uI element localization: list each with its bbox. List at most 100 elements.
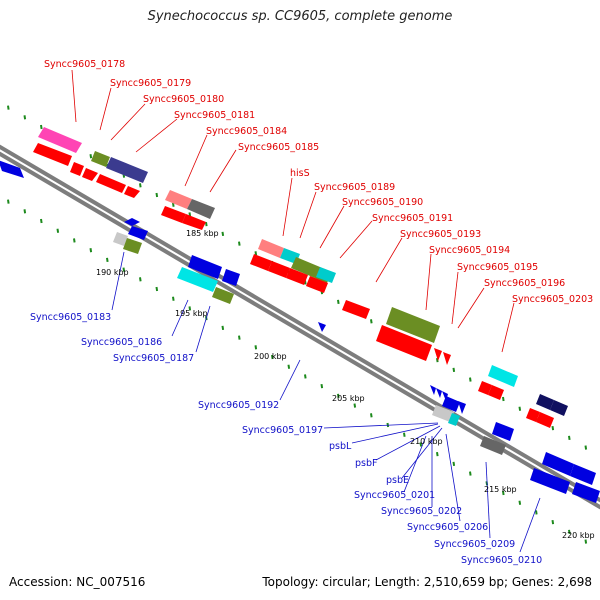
gene-arrow [286, 268, 308, 285]
tick-mark [304, 374, 307, 379]
gene-label: Syncc9605_0203 [512, 294, 593, 305]
tick-mark [73, 238, 76, 243]
gene-reverse-arrow [492, 422, 514, 441]
gene-arrow [526, 408, 540, 422]
gene-label: Syncc9605_0178 [44, 59, 125, 70]
tick-mark [452, 461, 456, 467]
gene-label: Syncc9605_0193 [400, 229, 481, 240]
forward-leaders [71, 69, 515, 353]
tick-mark [568, 435, 571, 441]
gene-label: Syncc9605_0179 [110, 78, 191, 89]
gene-syncc9605-0179 [91, 151, 110, 167]
scale-label: 220 kbp [562, 531, 595, 540]
gene-reverse-cyan [448, 413, 460, 426]
gene-syncc9605-0185 [187, 199, 215, 219]
gene-reverse-arrow [570, 464, 596, 485]
gene-reverse-far-left [0, 160, 24, 178]
gene-block [96, 174, 126, 193]
gene-arrow [478, 381, 492, 395]
gene-label: Syncc9605_0180 [143, 94, 224, 105]
gene-syncc9605-0186 [177, 267, 218, 292]
gene-block [376, 325, 432, 361]
tick-mark [535, 510, 538, 515]
tick-mark [7, 105, 10, 110]
scale-label: 205 kbp [332, 394, 365, 403]
gene-label: Syncc9605_0195 [457, 262, 538, 273]
gene-label: Syncc9605_0191 [372, 213, 453, 224]
gene-reverse-arrow [222, 269, 240, 286]
gene-syncc9605-0178 [38, 127, 82, 153]
gene-syncc9605-0206 [480, 436, 506, 455]
tick-mark [469, 377, 472, 382]
gene-dark-navy [536, 394, 554, 410]
tick-mark [403, 432, 406, 437]
gene-syncc9605-0184 [165, 190, 192, 209]
scale-label: 200 kbp [254, 352, 287, 361]
gene-label: Syncc9605_0187 [113, 353, 194, 364]
gene-arrow [182, 214, 206, 230]
tick-mark [452, 367, 456, 373]
scale-label: 195 kbp [175, 309, 208, 318]
gene-label: psbF [355, 458, 377, 469]
gene-label: Syncc9605_0202 [381, 506, 462, 517]
tick-mark [370, 413, 373, 418]
tick-mark [40, 218, 43, 224]
gene-label: hisS [290, 168, 310, 179]
figure-title: Synechococcus sp. CC9605, complete genom… [147, 9, 453, 24]
tick-mark [419, 442, 423, 447]
gene-syncc9605-0193 [342, 300, 370, 319]
scale-labels: 185 kbp 190 kbp 195 kbp 200 kbp 205 kbp … [96, 229, 595, 540]
tick-mark [155, 286, 159, 292]
tick-mark [568, 529, 571, 535]
reverse-leaders [111, 251, 541, 553]
gene-reverse-small [458, 401, 466, 414]
tick-mark [353, 403, 357, 408]
gene-label: Syncc9605_0197 [242, 425, 323, 436]
gene-reverse-small [124, 218, 140, 226]
gene-reverse-small [318, 322, 326, 332]
gene-label: Syncc9605_0206 [407, 522, 488, 533]
tick-mark [370, 319, 373, 324]
gene-reverse-arrow [572, 482, 600, 503]
tick-mark [551, 520, 555, 525]
gene-psb-reverse [436, 388, 442, 398]
tick-mark [188, 306, 192, 311]
topology-text: Topology: circular; Length: 2,510,659 bp… [262, 575, 592, 589]
gene-label: Syncc9605_0194 [429, 245, 510, 256]
tick-mark [56, 228, 60, 233]
genome-backbone-lower [0, 151, 600, 510]
gene-block [33, 143, 72, 166]
gene-label: Syncc9605_0209 [434, 539, 515, 550]
gene-reverse-arrow [442, 396, 460, 412]
scale-label: 185 kbp [186, 229, 219, 238]
gene-block [161, 206, 186, 223]
tick-mark [271, 354, 274, 360]
gene-label: Syncc9605_0196 [484, 278, 565, 289]
gene-syncc9605-0183 [123, 238, 142, 254]
tick-mark [205, 222, 208, 227]
gene-label: Syncc9605_0210 [461, 555, 542, 566]
gene-syncc9605-0196 [443, 352, 451, 365]
tick-mark [436, 358, 439, 363]
gene-hiss [258, 239, 284, 258]
tick-mark [172, 202, 175, 207]
gene-psb-reverse [430, 385, 436, 395]
gene-reverse-grey [113, 232, 128, 246]
gene-label: Syncc9605_0185 [238, 142, 319, 153]
tick-mark [106, 257, 109, 263]
tick-mark [139, 277, 142, 282]
tick-mark [518, 406, 522, 411]
gene-arrow [124, 186, 140, 198]
gene-syncc9605-0197 [432, 405, 454, 422]
forward-gene-labels: Syncc9605_0178 Syncc9605_0179 Syncc9605_… [44, 59, 593, 305]
gene-label: Syncc9605_0186 [81, 337, 162, 348]
gene-features [0, 127, 600, 503]
gene-arrow [488, 385, 504, 400]
tick-mark [337, 299, 340, 305]
gene-label: Syncc9605_0184 [206, 126, 287, 137]
scale-label: 215 kbp [484, 485, 517, 494]
tick-mark [584, 539, 588, 544]
tick-mark [40, 124, 43, 130]
gene-label: Syncc9605_0192 [198, 400, 279, 411]
